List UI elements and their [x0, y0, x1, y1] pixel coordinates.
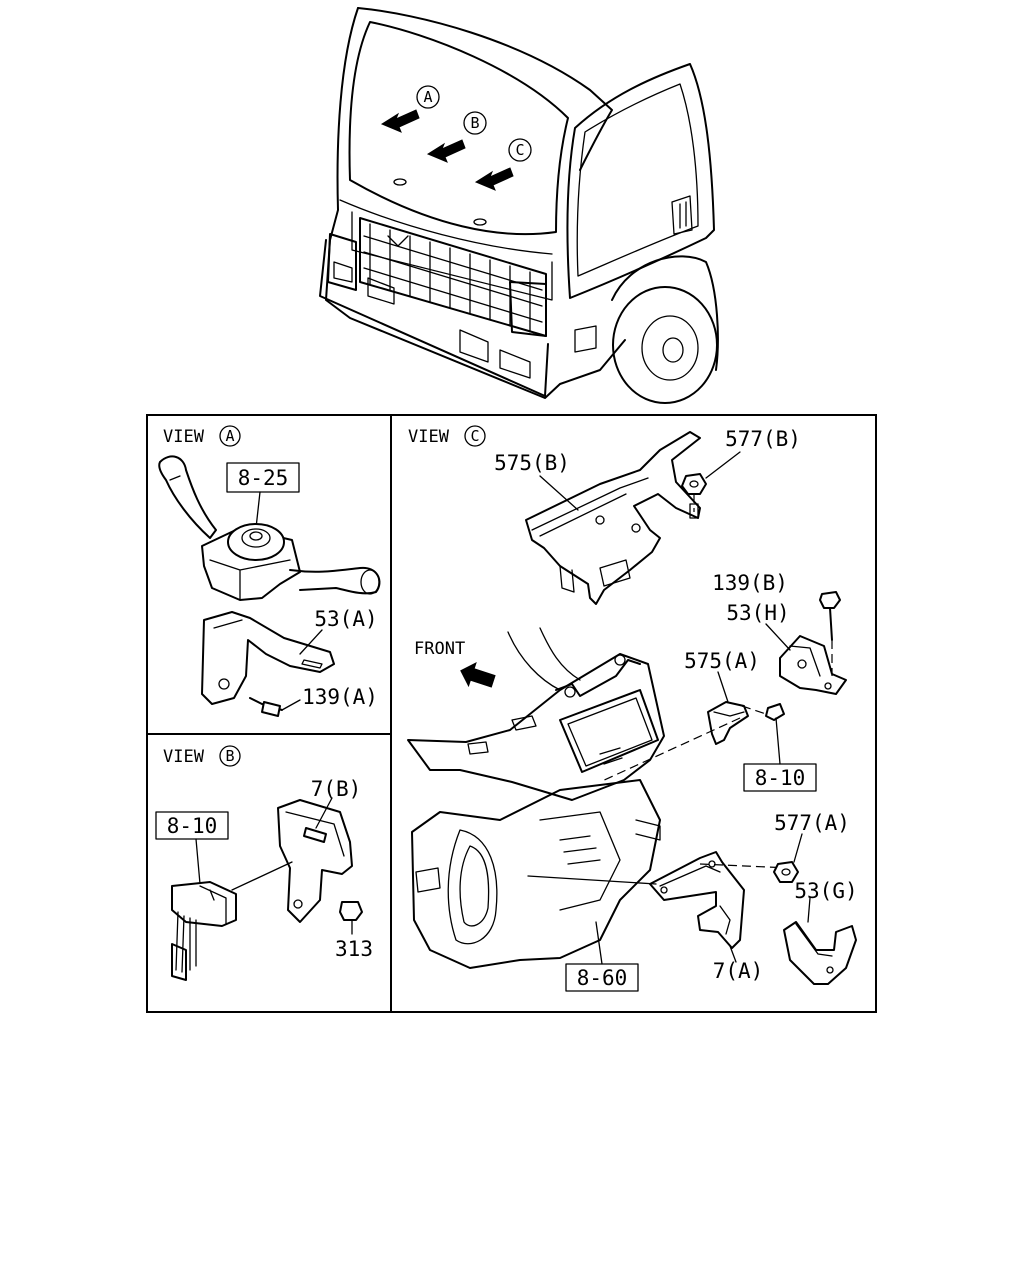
front-direction-label: FRONT [414, 639, 465, 659]
part-7a-label: 7(A) [713, 959, 764, 983]
ref-box-8-25: 8-25 [238, 466, 289, 490]
part-577a-label: 577(A) [774, 811, 850, 835]
view-a-title: VIEW [163, 427, 205, 447]
part-575a-label: 575(A) [684, 649, 760, 673]
view-b-title: VIEW [163, 747, 205, 767]
part-577b-label: 577(B) [725, 427, 801, 451]
ref-box-8-60: 8-60 [577, 966, 628, 990]
view-b-panel: VIEW B 8-10 7(B) 313 [155, 745, 373, 981]
part-53a-label: 53(A) [314, 607, 377, 631]
view-b-letter: B [225, 747, 234, 765]
part-313-label: 313 [335, 937, 373, 961]
ref-box-8-10-view-c: 8-10 [755, 766, 806, 790]
part-575b-label: 575(B) [494, 451, 570, 475]
view-c-letter: C [470, 427, 479, 445]
part-7b-label: 7(B) [311, 777, 362, 801]
part-139a-label: 139(A) [302, 685, 378, 709]
part-53h-label: 53(H) [726, 601, 789, 625]
view-a-letter: A [225, 427, 234, 445]
part-53g-label: 53(G) [794, 879, 857, 903]
view-c-title: VIEW [408, 427, 450, 447]
view-c-callout-label: C [515, 141, 524, 159]
part-139b-label: 139(B) [712, 571, 788, 595]
view-a-panel: VIEW A 8-25 53(A) 139(A) [158, 425, 381, 717]
truck-cab-illustration: A B C [319, 7, 719, 404]
view-b-callout-label: B [470, 114, 479, 132]
view-a-callout-label: A [423, 88, 432, 106]
view-c-panel: VIEW C 575(B) 577(B) 139(B) 53(H) FRONT [407, 425, 858, 992]
detail-views-frame [146, 414, 877, 1013]
ref-box-8-10-view-b: 8-10 [167, 814, 218, 838]
